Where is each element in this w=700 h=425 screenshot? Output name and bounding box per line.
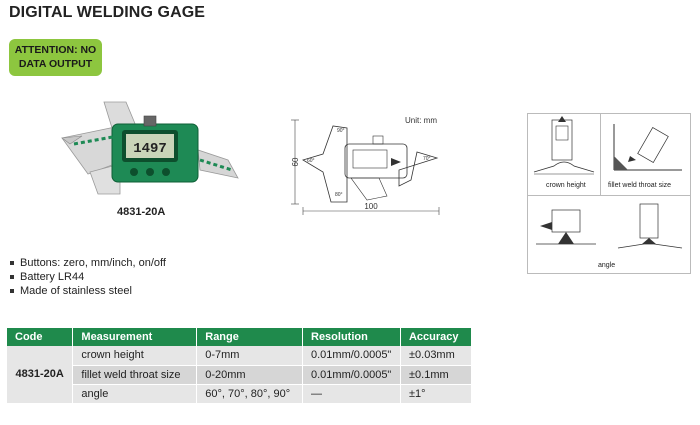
table-row: angle 60°, 70°, 80°, 90° — ±1°	[7, 384, 473, 404]
top-knob	[143, 115, 157, 127]
angle-label-80: 80°	[335, 192, 343, 198]
cell-accuracy: ±0.1mm	[400, 365, 473, 385]
table-row: 4831-20A crown height 0-7mm 0.01mm/0.000…	[7, 346, 473, 404]
cell-range: 0-20mm	[196, 365, 303, 385]
cell-accuracy: ±0.03mm	[400, 346, 473, 366]
left-pointer	[61, 135, 83, 145]
feature-item: Made of stainless steel	[10, 284, 166, 298]
angle-label-90: 90°	[337, 128, 345, 134]
cell-measurement: angle	[72, 384, 198, 404]
power-button	[162, 168, 170, 176]
product-code: 4831-20A	[117, 206, 166, 218]
header-accuracy: Accuracy	[400, 328, 473, 346]
zero-button	[130, 168, 138, 176]
height-dim-label: 60	[291, 157, 300, 166]
dimension-drawing: 60 100 90° 60° 80° 70°	[291, 119, 440, 215]
header-range: Range	[196, 328, 303, 346]
cell-resolution: 0.01mm/0.0005"	[302, 346, 401, 366]
scale-stripe-right	[199, 158, 233, 172]
cell-range: 60°, 70°, 80°, 90°	[196, 384, 303, 404]
attention-badge: ATTENTION: NO DATA OUTPUT	[9, 39, 102, 76]
angle-label-70: 70°	[423, 156, 431, 162]
drawing-right-plate	[398, 151, 439, 187]
cell-measurement: crown height	[72, 346, 198, 366]
drawing-lcd	[352, 149, 388, 169]
caption-angle: angle	[598, 262, 616, 269]
cell-range: 0-7mm	[196, 346, 303, 366]
header-resolution: Resolution	[302, 328, 401, 346]
cell-code: 4831-20A	[7, 346, 74, 404]
width-dim-label: 100	[364, 202, 378, 211]
lcd-reading: 1497	[133, 141, 167, 157]
unit-label: Unit: mm	[405, 116, 437, 125]
feature-item: Battery LR44	[10, 270, 166, 284]
caption-fillet-weld: fillet weld throat size	[608, 182, 672, 189]
header-code: Code	[7, 328, 74, 346]
header-measurement: Measurement	[72, 328, 198, 346]
right-jaw-plate	[197, 149, 239, 179]
usage-divider-horizontal	[528, 195, 690, 196]
cell-resolution: 0.01mm/0.0005"	[302, 365, 401, 385]
spec-header-row: Code Measurement Range Resolution Accura…	[7, 328, 473, 346]
usage-divider-vertical	[600, 114, 601, 195]
angle-label-60: 60°	[307, 158, 315, 164]
drawing-left-plate	[302, 125, 348, 203]
scale-stripe-left	[73, 134, 119, 146]
angle-figure-right	[617, 203, 683, 249]
caption-crown-height: crown height	[546, 182, 586, 189]
feature-list: Buttons: zero, mm/inch, on/off Battery L…	[10, 256, 166, 298]
lcd-screen	[126, 134, 174, 158]
page-title: DIGITAL WELDING GAGE	[9, 4, 206, 21]
drawing-bottom-hook	[350, 177, 388, 201]
feature-item: Buttons: zero, mm/inch, on/off	[10, 256, 166, 270]
table-row: fillet weld throat size 0-20mm 0.01mm/0.…	[7, 365, 473, 385]
spec-table: Code Measurement Range Resolution Accura…	[7, 328, 473, 404]
unit-button	[146, 168, 154, 176]
drawing-arrow	[391, 158, 401, 166]
attention-line-2: DATA OUTPUT	[18, 58, 93, 70]
cell-measurement: fillet weld throat size	[72, 365, 198, 385]
usage-illustration: crown height fillet weld throat size ang…	[527, 113, 691, 274]
crown-height-figure	[533, 116, 595, 175]
attention-line-1: ATTENTION: NO	[14, 44, 97, 56]
product-photo: 1497	[61, 101, 239, 195]
cell-accuracy: ±1°	[400, 384, 473, 404]
angle-figure-left	[536, 209, 596, 245]
cell-resolution: —	[302, 384, 401, 404]
fillet-weld-figure	[613, 124, 682, 171]
drawing-knob	[372, 135, 384, 145]
